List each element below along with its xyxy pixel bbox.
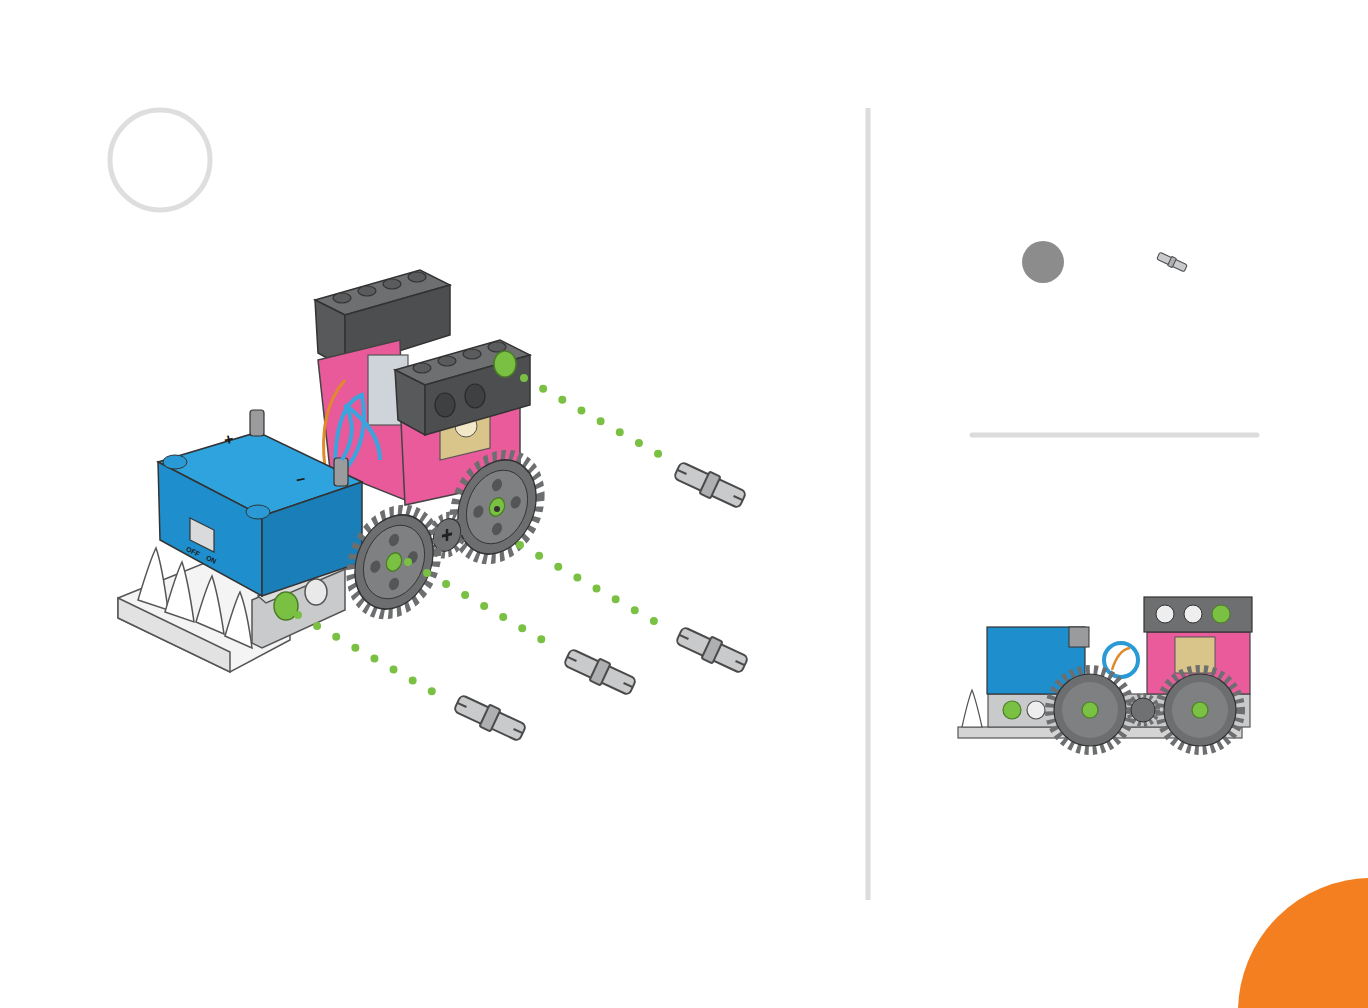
part-marking: +	[222, 431, 234, 449]
page-corner	[1238, 878, 1368, 1008]
side-view	[958, 597, 1252, 750]
pin-part	[1156, 251, 1188, 273]
step-circle	[110, 110, 210, 210]
pin-part	[452, 459, 749, 744]
count-circle	[1022, 241, 1064, 283]
guide-line	[298, 378, 666, 696]
divider	[866, 108, 871, 900]
divider	[972, 433, 1257, 438]
